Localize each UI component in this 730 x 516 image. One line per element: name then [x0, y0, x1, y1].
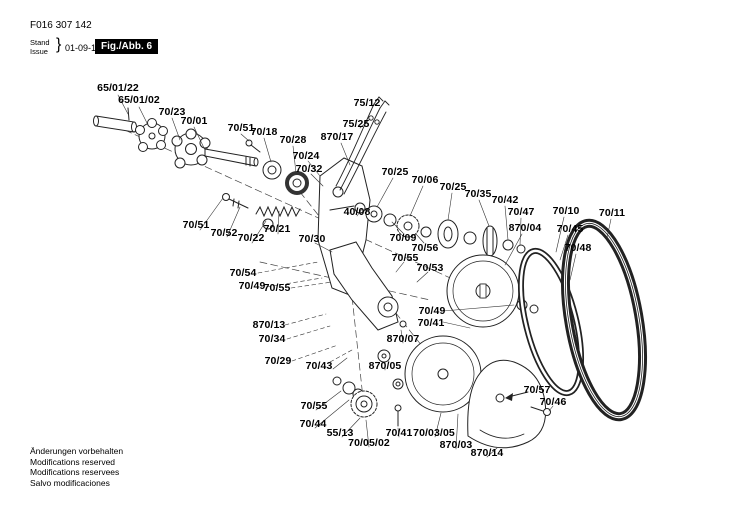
- part-label-55-13: 55/13: [326, 427, 354, 439]
- part-label-70-49: 70/49: [418, 305, 446, 317]
- part-label-70-43: 70/43: [305, 360, 333, 372]
- part-label-70-21: 70/21: [263, 223, 291, 235]
- part-label-70-49: 70/49: [238, 280, 266, 292]
- part-label-70-18: 70/18: [250, 126, 278, 138]
- part-label-70-55: 70/55: [391, 252, 419, 264]
- coupling-large: [171, 128, 211, 169]
- stand-issue-brace: }: [56, 36, 62, 53]
- part-label-65-01-02: 65/01/02: [118, 94, 160, 106]
- part-label-870-17: 870/17: [320, 131, 354, 143]
- part-label-70-22: 70/22: [237, 232, 265, 244]
- gear-train: [354, 202, 526, 257]
- pulley-lower: [404, 335, 482, 413]
- part-label-70-35: 70/35: [464, 188, 492, 200]
- figure-number-badge: Fig./Abb. 6: [95, 39, 159, 54]
- bearing: [285, 171, 309, 195]
- part-label-70-42: 70/42: [491, 194, 519, 206]
- arrow-pointer: [505, 391, 529, 401]
- part-label-75-25: 75/25: [342, 118, 370, 130]
- part-label-70-32: 70/32: [295, 163, 323, 175]
- part-label-70-11: 70/11: [598, 207, 626, 219]
- footer-line-en: Modifications reserved: [30, 456, 116, 467]
- part-label-70-57: 70/57: [523, 384, 551, 396]
- screw-bottom: [394, 404, 402, 427]
- part-label-870-05: 870/05: [368, 360, 402, 372]
- coupling-small: [135, 118, 168, 152]
- part-label-870-14: 870/14: [470, 447, 504, 459]
- revision-date: 01-09-13: [65, 43, 102, 53]
- part-label-70-41: 70/41: [385, 427, 413, 439]
- part-label-70-30: 70/30: [298, 233, 326, 245]
- part-label-70-56: 70/56: [411, 242, 439, 254]
- part-label-70-46: 70/46: [539, 396, 567, 408]
- part-label-70-53: 70/53: [416, 262, 444, 274]
- part-label-40-08: 40/08: [343, 206, 371, 218]
- part-label-70-34: 70/34: [258, 333, 286, 345]
- part-label-70-23: 70/23: [158, 106, 186, 118]
- part-label-70-01: 70/01: [180, 115, 208, 127]
- part-label-65-01-22: 65/01/22: [97, 82, 139, 94]
- part-label-70-10: 70/10: [552, 205, 580, 217]
- drive-shaft: [204, 148, 259, 167]
- screw-top: [245, 139, 261, 153]
- part-label-70-55: 70/55: [300, 400, 328, 412]
- stand-label: Stand: [30, 38, 50, 47]
- part-label-70-45: 70/45: [556, 223, 584, 235]
- bottom-gear-cluster: [332, 349, 404, 418]
- stand-issue-block: Stand Issue: [30, 38, 50, 56]
- part-label-70-47: 70/47: [507, 206, 535, 218]
- belt-guard: [467, 359, 547, 449]
- leader-lines: [117, 94, 612, 458]
- belt-medium: [517, 247, 585, 397]
- footer-notices: Änderungen vorbehalten Modifications res…: [30, 446, 123, 488]
- part-label-70-25: 70/25: [439, 181, 467, 193]
- belt-large: [561, 218, 647, 422]
- footer-line-es: Salvo modificaciones: [30, 477, 110, 488]
- part-label-70-54: 70/54: [229, 267, 257, 279]
- footer-line-fr: Modifications reservees: [30, 467, 120, 477]
- part-label-70-41: 70/41: [417, 317, 445, 329]
- part-label-870-07: 870/07: [386, 333, 420, 345]
- part-label-70-51: 70/51: [227, 122, 255, 134]
- part-label-70-52: 70/52: [210, 227, 238, 239]
- washer-top: [262, 160, 282, 180]
- part-label-70-51: 70/51: [182, 219, 210, 231]
- tension-spring: [255, 205, 301, 218]
- part-label-70-03-05: 70/03/05: [413, 427, 455, 439]
- part-label-70-48: 70/48: [564, 242, 592, 254]
- part-label-70-05-02: 70/05/02: [348, 437, 390, 449]
- part-label-70-44: 70/44: [299, 418, 327, 430]
- bolt-lower-left: [222, 193, 249, 209]
- document-part-number: F016 307 142: [30, 20, 92, 31]
- part-label-70-09: 70/09: [389, 232, 417, 244]
- part-label-70-55: 70/55: [263, 282, 291, 294]
- footer-line-de: Änderungen vorbehalten: [30, 446, 124, 456]
- issue-label: Issue: [30, 47, 48, 56]
- part-label-70-28: 70/28: [279, 134, 307, 146]
- bowden-cables: [335, 96, 390, 195]
- part-label-870-04: 870/04: [508, 222, 542, 234]
- part-label-870-13: 870/13: [252, 319, 286, 331]
- part-label-70-24: 70/24: [292, 150, 320, 162]
- part-label-870-03: 870/03: [439, 439, 473, 451]
- part-label-70-25: 70/25: [381, 166, 409, 178]
- part-label-70-29: 70/29: [264, 355, 292, 367]
- leader-lines-dashed: [257, 261, 353, 363]
- tensioner-arm: [329, 241, 407, 331]
- screw-guard: [530, 406, 551, 416]
- part-label-70-06: 70/06: [411, 174, 439, 186]
- part-label-75-12: 75/12: [353, 97, 381, 109]
